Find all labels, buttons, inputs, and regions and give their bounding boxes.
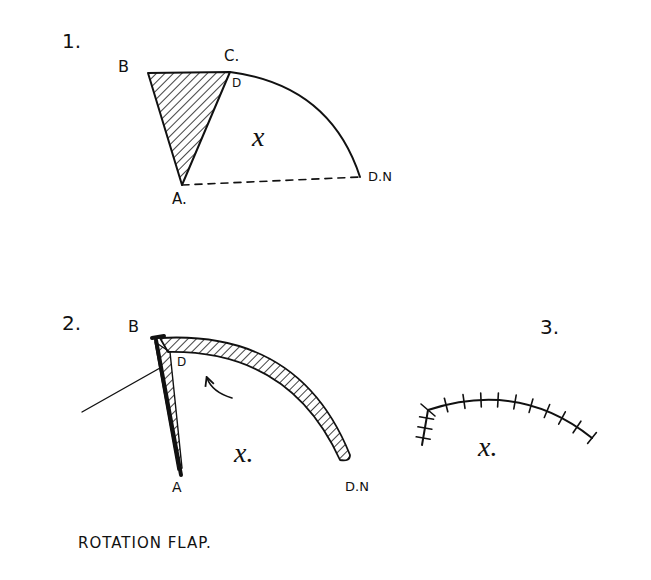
point-label: A. <box>172 191 187 208</box>
point-label: C. <box>224 48 239 65</box>
rotation-arrow <box>207 378 232 398</box>
corner-mark <box>152 336 164 338</box>
point-label: D.N <box>345 480 369 494</box>
caption: ROTATION FLAP. <box>78 535 212 552</box>
rotated-flap-edge <box>160 338 350 461</box>
sutured-flap <box>422 400 592 445</box>
point-label: A <box>172 480 182 495</box>
panel-number: 3. <box>540 316 559 338</box>
point-label: B <box>128 318 139 336</box>
panel-number: 2. <box>62 312 81 334</box>
flap-arc <box>230 72 360 177</box>
flap-mark: x. <box>478 432 497 463</box>
point-label: D <box>232 77 241 90</box>
suture-ticks <box>416 393 596 444</box>
leader-line <box>82 368 160 412</box>
flap-base <box>182 177 360 185</box>
flap-mark: x <box>252 122 264 153</box>
point-label: D.N <box>368 170 392 184</box>
panel-number: 1. <box>62 30 81 52</box>
point-label: B <box>118 58 129 76</box>
flap-mark: x. <box>234 438 253 469</box>
point-label: D <box>177 356 186 369</box>
excised-triangle <box>148 72 230 185</box>
